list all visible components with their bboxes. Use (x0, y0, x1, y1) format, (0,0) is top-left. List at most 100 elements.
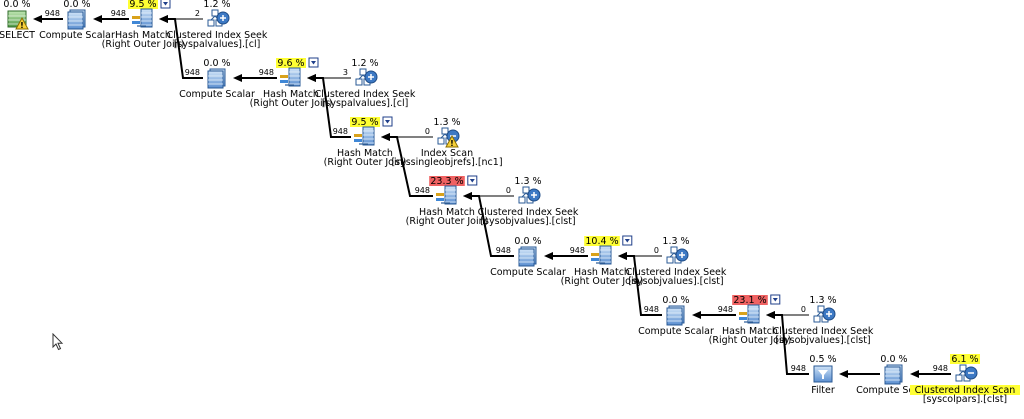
arrowhead-icon (839, 370, 848, 378)
cost-percent-label: 1.3 % (809, 295, 836, 306)
plan-node-cs5[interactable]: 0.0 %Compute Scalar (856, 354, 932, 396)
chevron-down-icon (772, 298, 778, 302)
row-count-label: 948 (933, 364, 948, 373)
row-count-label: 0 (506, 186, 511, 195)
operator-name-label: Hash Match (722, 326, 778, 337)
flow-arrow-line (168, 18, 203, 79)
plan-node-cisc[interactable]: 6.1 %Clustered Index Scan[syscolpars].[c… (910, 354, 1020, 405)
plan-node-filter[interactable]: 0.5 %Filter (809, 354, 836, 396)
plan-node-hm6[interactable]: 23.1 %Hash Match(Right Outer Join) (709, 294, 792, 346)
hash-match-icon (436, 185, 457, 205)
arrowhead-icon (766, 311, 775, 319)
operator-name-label: Hash Match (419, 207, 475, 218)
operator-detail-label: [syscolpars].[clst] (923, 394, 1007, 405)
plan-node-cs3[interactable]: 0.0 %Compute Scalar (490, 236, 566, 278)
expand-dropdown-button[interactable] (160, 0, 171, 9)
compute-scalar-icon (884, 364, 903, 385)
cost-highlight (350, 117, 380, 127)
operator-name-label: Compute Scalar (638, 326, 714, 337)
plan-edge[interactable]: 948 (233, 68, 277, 82)
operator-name-label: Hash Match (263, 89, 319, 100)
flow-arrow-line (472, 195, 514, 257)
hash-match-icon (280, 67, 301, 87)
expand-dropdown-button[interactable] (467, 175, 478, 186)
cost-percent-label: 23.3 % (430, 176, 463, 187)
cost-highlight (950, 354, 980, 364)
plan-node-cis5[interactable]: 1.3 %Clustered Index Seek[sysobjvalues].… (773, 295, 874, 346)
plan-edge[interactable]: 948 (463, 192, 514, 257)
operator-detail-label: [sysobjvalues].[clst] (480, 216, 575, 227)
cost-highlight (128, 0, 158, 9)
plan-edge[interactable]: 948 (93, 9, 129, 23)
plan-node-hm3[interactable]: 9.5 %Hash Match(Right Outer Join) (324, 116, 407, 168)
cost-percent-label: 1.2 % (351, 58, 378, 69)
expand-dropdown-button[interactable] (770, 294, 781, 305)
row-count-label: 3 (343, 68, 348, 77)
cost-percent-label: 0.0 % (203, 58, 230, 69)
cost-highlight (584, 236, 620, 246)
cost-percent-label: 1.3 % (433, 117, 460, 128)
expand-dropdown-button[interactable] (382, 116, 393, 127)
compute-scalar-icon (518, 246, 537, 267)
cost-percent-label: 0.0 % (3, 0, 30, 10)
plan-edge[interactable]: 948 (692, 305, 736, 319)
plan-edge[interactable]: 948 (544, 246, 588, 260)
plan-edge[interactable]: 948 (766, 311, 809, 375)
plan-node-hm2[interactable]: 9.6 %Hash Match(Right Outer Join) (250, 57, 333, 109)
flow-arrow-line (390, 136, 433, 197)
plan-node-hm4[interactable]: 23.3 %Hash Match(Right Outer Join) (406, 175, 489, 227)
clustered-index-seek-icon (207, 9, 230, 27)
plan-node-cs2[interactable]: 0.0 % Compute Scalar (179, 58, 255, 100)
plan-edge[interactable]: 948 (910, 364, 951, 378)
cost-percent-label: 9.5 % (351, 117, 378, 128)
flow-arrow-line (775, 314, 809, 375)
plan-edge[interactable]: 948 (33, 9, 63, 23)
arrowhead-icon (692, 311, 701, 319)
cost-percent-label: 0.0 % (63, 0, 90, 10)
plan-node-cis2[interactable]: 1.2 % Clustered Index Seek[syspalvalues].… (315, 58, 416, 109)
plan-node-hm1[interactable]: 9.5 %Hash Match(Right Outer Join) (102, 0, 185, 50)
expand-dropdown-button[interactable] (308, 57, 319, 68)
compute-scalar-icon (666, 305, 685, 326)
cost-highlight (732, 295, 768, 305)
operator-name-label: Clustered Index Scan (915, 385, 1016, 396)
plan-node-cs4[interactable]: 0.0 %Compute Scalar (638, 295, 714, 337)
clustered-index-seek-icon (813, 305, 836, 323)
arrowhead-icon (381, 133, 390, 141)
cost-percent-label: 1.2 % (203, 0, 230, 10)
operator-name-label: Hash Match (115, 30, 171, 41)
operator-name-label: Hash Match (337, 148, 393, 159)
plan-node-is1[interactable]: 1.3 %!Index Scan[syssingleobjrefs].[nc1] (391, 117, 502, 168)
plan-node-hm5[interactable]: 10.4 %Hash Match(Right Outer Join) (561, 235, 644, 287)
operator-detail-label: [syssingleobjrefs].[nc1] (391, 157, 502, 168)
row-count-label: 948 (791, 364, 806, 373)
operator-detail-label: [syspalvalues].[cl] (322, 98, 409, 109)
chevron-down-icon (469, 179, 475, 183)
row-count-label: 948 (111, 9, 126, 18)
operator-name-label: Clustered Index Seek (315, 89, 416, 100)
chevron-down-icon (311, 61, 316, 65)
row-count-label: 0 (801, 305, 806, 314)
warning-icon: ! (445, 134, 459, 148)
plan-node-cis1[interactable]: 1.2 %Clustered Index Seek[syspalvalues].… (167, 0, 268, 50)
compute-scalar-icon (67, 9, 86, 30)
plan-node-cs1[interactable]: 0.0 %Compute Scalar (39, 0, 115, 41)
row-count-label: 0 (425, 127, 430, 136)
expand-dropdown-button[interactable] (622, 235, 633, 246)
clustered-index-scan-icon (955, 364, 978, 382)
plan-edge[interactable]: 948 (159, 15, 203, 79)
operator-name-label: Clustered Index Seek (626, 267, 727, 278)
svg-text:!: ! (20, 21, 24, 30)
cost-percent-label: 0.5 % (809, 354, 836, 365)
plan-node-select[interactable]: 0.0 %!SELECT (0, 0, 35, 41)
plan-edge[interactable] (839, 370, 880, 378)
arrowhead-icon (233, 74, 242, 82)
label-highlight (910, 385, 1020, 395)
arrowhead-icon (307, 74, 316, 82)
plan-node-cis4[interactable]: 1.3 %Clustered Index Seek[sysobjvalues].… (626, 236, 727, 287)
plan-edge[interactable]: 948 (381, 133, 433, 197)
operator-name-label: Compute Scalar (179, 89, 255, 100)
plan-node-cis3[interactable]: 1.3 %Clustered Index Seek[sysobjvalues].… (478, 176, 579, 227)
plan-edge[interactable]: 948 (307, 74, 351, 138)
plan-edge[interactable]: 948 (618, 252, 662, 316)
